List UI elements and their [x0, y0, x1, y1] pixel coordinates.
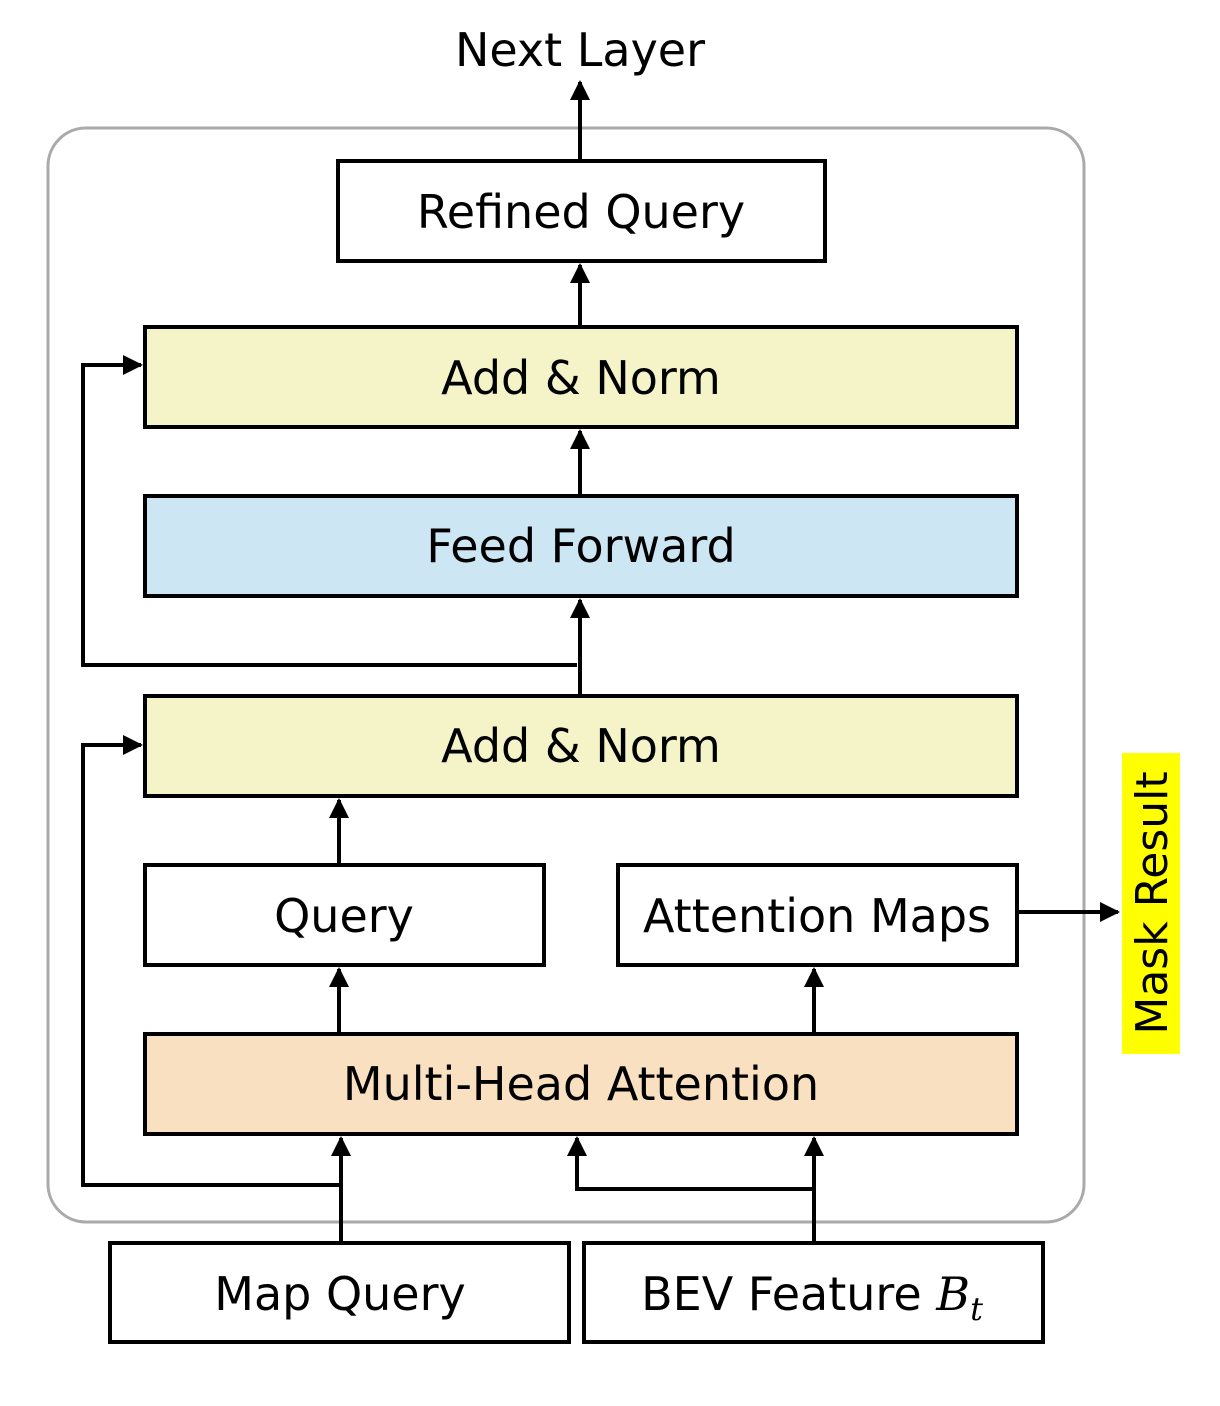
add-norm-top-box: Add & Norm	[143, 325, 1019, 429]
attention-maps-label: Attention Maps	[643, 889, 991, 943]
add-norm-bottom-box: Add & Norm	[143, 694, 1019, 798]
next-layer-label: Next Layer	[455, 23, 705, 77]
mask-result: Mask Result	[1122, 753, 1180, 1054]
add-norm-bottom-label: Add & Norm	[441, 719, 721, 773]
connectors	[81, 80, 1120, 1241]
add-norm-top-label: Add & Norm	[441, 351, 721, 405]
bev-subscript: t	[970, 1290, 983, 1328]
arrow-bev-branch-to-mha	[567, 1136, 814, 1191]
residual-top	[81, 355, 577, 667]
bev-symbol: B	[935, 1267, 970, 1321]
attention-maps-box: Attention Maps	[616, 863, 1019, 967]
refined-query-box: Refined Query	[336, 159, 827, 263]
multi-head-attention-label: Multi-Head Attention	[343, 1057, 819, 1111]
query-label: Query	[274, 889, 414, 943]
mask-result-label: Mask Result	[1127, 771, 1178, 1034]
residual-bottom	[81, 735, 341, 1187]
query-box: Query	[143, 863, 546, 967]
refined-query-label: Refined Query	[417, 185, 745, 239]
bev-feature-box: BEV Feature Bt	[582, 1241, 1045, 1344]
feed-forward-box: Feed Forward	[143, 494, 1019, 598]
feed-forward-label: Feed Forward	[426, 519, 735, 573]
multi-head-attention-box: Multi-Head Attention	[143, 1032, 1019, 1136]
layer-container	[46, 126, 1086, 1224]
map-query-label: Map Query	[214, 1267, 466, 1321]
bev-feature-label: BEV Feature Bt	[641, 1267, 983, 1328]
map-query-box: Map Query	[108, 1241, 571, 1344]
